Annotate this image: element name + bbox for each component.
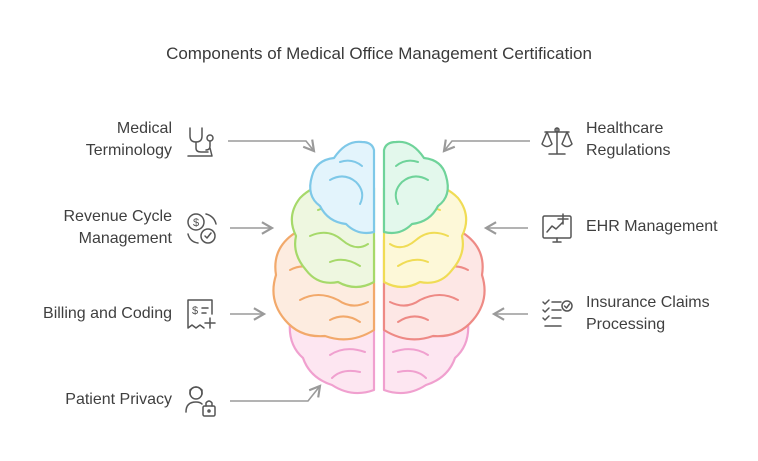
privacy-lock-icon	[185, 386, 216, 417]
scales-icon	[541, 127, 573, 155]
svg-text:$: $	[193, 217, 199, 229]
stethoscope-icon	[187, 127, 214, 157]
checklist-icon	[542, 299, 573, 327]
label-ehr-management: EHR Management	[586, 218, 718, 235]
ehr-monitor-icon	[542, 213, 572, 243]
brain	[272, 140, 486, 395]
label-patient-privacy: Patient Privacy	[65, 391, 172, 408]
invoice-icon: $	[187, 299, 216, 329]
label-billing-and-coding: Billing and Coding	[43, 305, 172, 322]
svg-text:$: $	[192, 305, 198, 317]
revenue-cycle-icon: $	[187, 213, 217, 244]
arrow-patient-privacy	[230, 384, 322, 402]
diagram-title: Components of Medical Office Management …	[166, 44, 592, 63]
arrow-healthcare-regulations	[442, 139, 530, 153]
brain-region-blue	[309, 140, 376, 235]
arrow-medical-terminology	[228, 139, 316, 153]
brain-region-green	[382, 140, 449, 235]
